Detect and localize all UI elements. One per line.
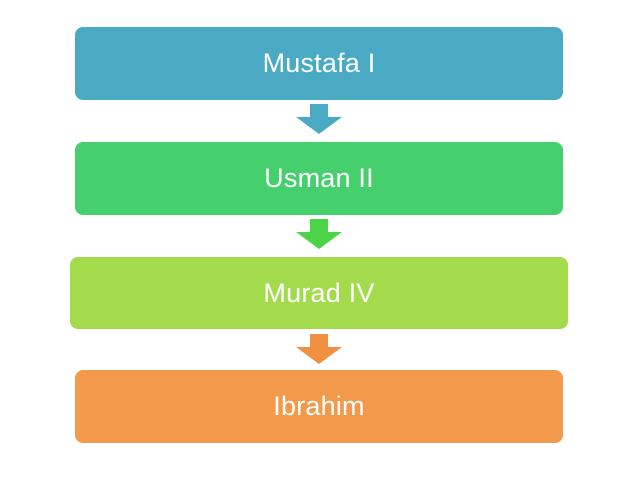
down-arrow-icon <box>296 219 342 249</box>
step-box-1: Mustafa I <box>75 27 563 100</box>
down-arrow-shape <box>296 219 342 249</box>
step-label-4: Ibrahim <box>273 391 365 421</box>
down-arrow-icon <box>296 104 342 134</box>
down-arrow-shape <box>296 104 342 134</box>
step-label-1: Mustafa I <box>262 48 376 78</box>
down-arrow-shape <box>296 334 342 364</box>
step-box-2: Usman II <box>75 142 563 215</box>
step-label-2: Usman II <box>264 163 374 193</box>
step-box-4: Ibrahim <box>75 370 563 443</box>
step-label-3: Murad IV <box>263 277 375 308</box>
step-box-3: Murad IV <box>70 257 568 329</box>
down-arrow-icon <box>296 334 342 364</box>
